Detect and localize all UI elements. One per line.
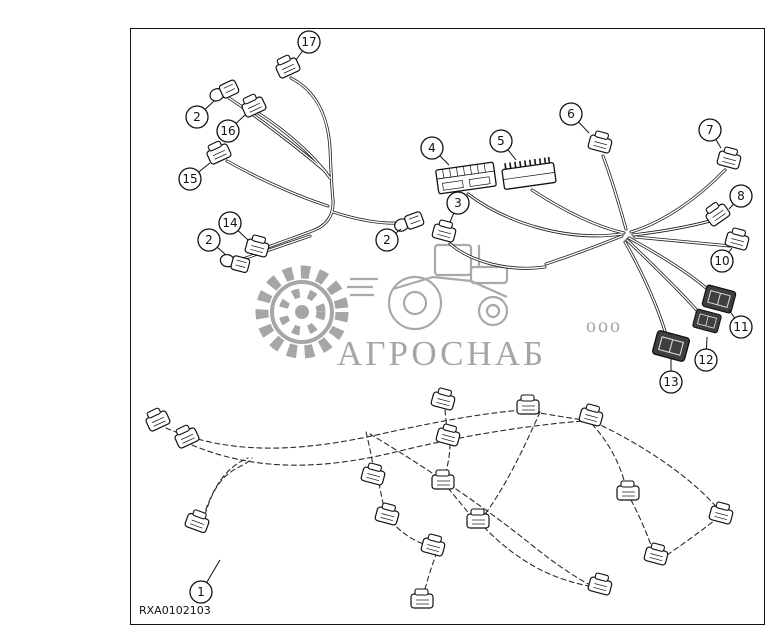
svg-text:16: 16	[220, 124, 235, 138]
svg-text:7: 7	[706, 123, 714, 137]
callout-14: 14	[218, 211, 249, 241]
connector-6	[586, 128, 615, 155]
svg-text:17: 17	[301, 35, 316, 49]
harness-connector	[429, 385, 458, 412]
callout-13: 13	[659, 358, 683, 394]
harness-connector	[359, 460, 388, 487]
harness-connector	[171, 421, 201, 450]
callout-4: 4	[420, 136, 450, 166]
connector-2-cap-b	[218, 251, 251, 274]
connector-16	[238, 90, 268, 119]
callouts: 17 2 16 15 14 2 4 5 3 2 6 7 8 10 11 12 13 1	[178, 30, 753, 604]
connector-12	[691, 308, 723, 334]
svg-text:2: 2	[193, 110, 201, 124]
harness-connector	[516, 394, 540, 415]
gear-icon	[255, 265, 349, 359]
watermark-company-prefix: ооо	[586, 315, 622, 337]
callout-5: 5	[489, 129, 517, 161]
callout-17: 17	[295, 30, 321, 61]
callout-1: 1	[189, 559, 221, 604]
harness-connector	[642, 540, 671, 567]
svg-text:4: 4	[428, 141, 436, 155]
watermark: ооо АГРОСНАБ	[255, 243, 622, 373]
connectors-upper	[203, 51, 752, 363]
callout-12: 12	[694, 336, 718, 372]
svg-text:10: 10	[714, 254, 729, 268]
callout-6: 6	[559, 102, 590, 134]
callout-10: 10	[710, 247, 734, 273]
svg-text:12: 12	[698, 353, 713, 367]
cab-harness-wires	[225, 76, 732, 340]
harness-connector	[707, 499, 736, 526]
connector-5	[500, 155, 557, 191]
svg-text:13: 13	[663, 375, 678, 389]
connector-13	[651, 329, 691, 363]
harness-connector	[616, 480, 640, 501]
harness-connector	[586, 570, 615, 597]
connector-7	[715, 144, 744, 171]
figure-ref-code: RXA0102103	[139, 604, 211, 617]
connector-11	[701, 283, 737, 315]
diagram-border	[130, 28, 765, 625]
callout-7: 7	[698, 118, 722, 149]
connectors-lower	[142, 385, 736, 609]
callout-8: 8	[728, 184, 753, 210]
svg-text:5: 5	[497, 134, 505, 148]
connector-4	[434, 161, 498, 195]
svg-text:14: 14	[222, 216, 237, 230]
connector-3	[430, 217, 459, 244]
connector-2-cap-c	[391, 210, 426, 235]
callout-2: 2	[375, 228, 402, 252]
callout-11: 11	[728, 309, 753, 339]
callout-2: 2	[185, 100, 215, 129]
callout-15: 15	[178, 162, 211, 191]
callout-16: 16	[216, 114, 246, 143]
harness-connector	[434, 421, 463, 448]
callout-2: 2	[197, 228, 227, 256]
svg-text:11: 11	[733, 320, 748, 334]
svg-text:2: 2	[205, 233, 213, 247]
callout-3: 3	[446, 191, 470, 223]
harness-connector	[577, 401, 606, 428]
svg-text:3: 3	[454, 196, 462, 210]
svg-text:2: 2	[383, 233, 391, 247]
svg-text:1: 1	[197, 585, 205, 599]
harness-connector	[419, 531, 448, 558]
svg-text:6: 6	[567, 107, 575, 121]
harness-connector	[183, 507, 213, 534]
harness-connector	[373, 500, 402, 527]
watermark-company-name: АГРОСНАБ	[337, 334, 546, 373]
connector-17	[272, 51, 302, 80]
svg-text:8: 8	[737, 189, 745, 203]
svg-text:15: 15	[182, 172, 197, 186]
connector-14	[243, 232, 272, 259]
harness-connector	[466, 508, 490, 529]
tractor-icon	[347, 243, 509, 331]
harness-connector	[431, 469, 455, 490]
harness-connector	[410, 588, 434, 609]
